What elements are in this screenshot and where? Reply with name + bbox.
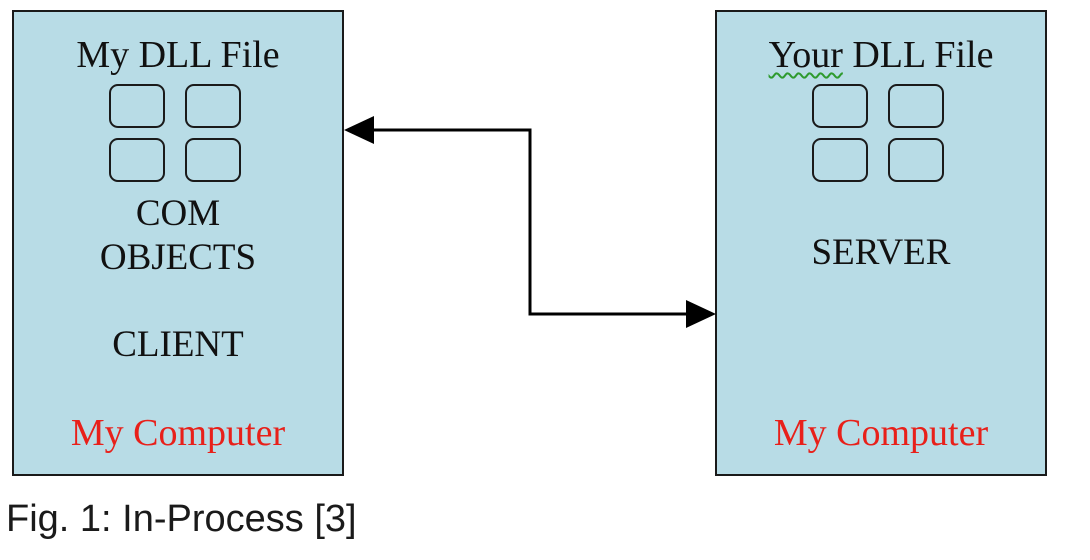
server-object-square [812,138,868,182]
com-objects-label: COM OBJECTS [14,192,342,280]
arrowhead-right [686,300,716,328]
left-computer-label: My Computer [70,412,286,454]
server-objects-grid [812,84,944,182]
your-dll-file-rest: DLL File [842,34,994,76]
arrowhead-left [344,116,374,144]
com-object-square [185,84,241,128]
spellcheck-underlined-word: Your [768,34,843,76]
server-label: SERVER [811,232,951,273]
com-label-line1: COM [135,193,221,234]
com-label-line2: OBJECTS [99,237,257,278]
client-label: CLIENT [112,324,244,365]
server-object-square [888,84,944,128]
com-objects-grid [109,84,241,182]
connector-line [372,128,690,316]
server-computer-box: Your DLL File SERVER My Computer [715,10,1047,476]
com-object-square [109,84,165,128]
figure-caption: Fig. 1: In-Process [3] [6,498,357,540]
your-dll-file-label: Your DLL File [717,36,1045,74]
com-object-square [109,138,165,182]
com-object-square [185,138,241,182]
right-computer-label: My Computer [773,412,989,454]
my-dll-file-label: My DLL File [76,34,280,76]
server-object-square [812,84,868,128]
server-object-square [888,138,944,182]
client-computer-box: My DLL File COM OBJECTS CLIENT My Comput… [12,10,344,476]
